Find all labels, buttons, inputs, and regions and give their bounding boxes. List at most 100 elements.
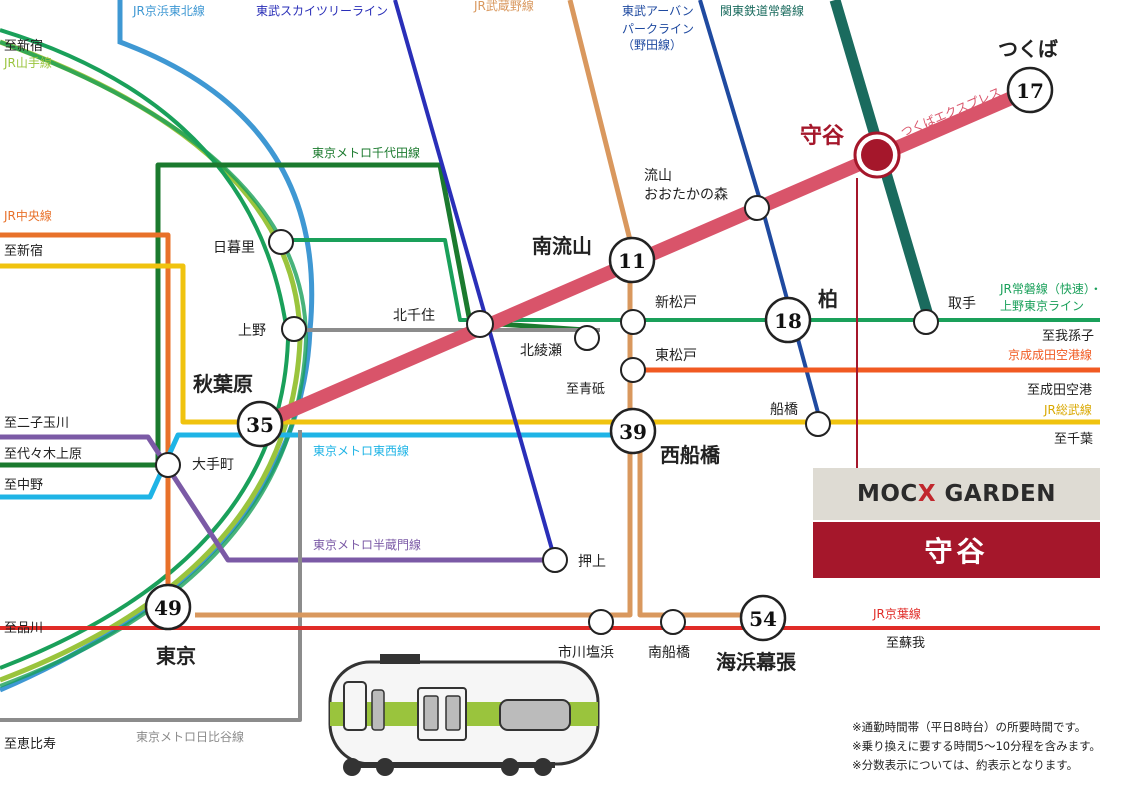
label-chuo: JR中央線	[3, 208, 52, 223]
label-keisei-narita: 京成成田空港線	[1008, 347, 1092, 362]
dest-shinjuku-mid: 至新宿	[4, 243, 43, 259]
brand-logo: MOCX GARDEN	[856, 481, 1056, 507]
yamanote-line	[0, 39, 303, 683]
minutes-tsukuba: 17	[1016, 79, 1044, 103]
station-toride	[913, 309, 939, 335]
minutes-kashiwa: 18	[774, 309, 802, 333]
label-kanto-joso: 関東鉄道常磐線	[720, 3, 804, 18]
station-akihabara-marker: 35	[236, 400, 284, 448]
name-nippori: 日暮里	[213, 240, 255, 256]
dest-shinjuku-top: 至新宿	[4, 38, 43, 54]
small-stations	[155, 195, 939, 635]
label-keiyo: JR京葉線	[872, 606, 921, 621]
hanzomon-line	[0, 434, 555, 563]
brand-panel: MOCX GARDEN	[813, 468, 1100, 520]
name-tsukuba: つくば	[998, 37, 1058, 61]
name-kashiwa: 柏	[818, 287, 838, 311]
musashino-branch	[637, 430, 760, 618]
dest-shinagawa: 至品川	[4, 621, 43, 636]
minutes-minami-nagareyama: 11	[618, 249, 646, 273]
name-kita-ayase: 北綾瀬	[520, 343, 562, 359]
dest-ebisu: 至恵比寿	[4, 737, 56, 752]
station-oshiage	[542, 547, 568, 573]
station-kita-senju	[466, 310, 494, 338]
station-tsukuba-marker: 17	[1006, 66, 1054, 114]
name-funabashi: 船橋	[770, 402, 798, 418]
label-skytree: 東武スカイツリーライン	[256, 4, 388, 18]
footnotes: ※通勤時間帯（平日8時台）の所要時間です。 ※乗り換えに要する時間5〜10分程を…	[852, 718, 1132, 775]
label-musashino: JR武蔵野線	[473, 0, 534, 13]
station-kaihin-makuhari-marker: 54	[739, 594, 787, 642]
label-joban-2: 上野東京ライン	[1000, 299, 1084, 313]
label-yamanote: JR山手線	[3, 55, 52, 70]
name-kaihin-makuhari: 海浜幕張	[716, 650, 797, 674]
station-otemachi	[155, 452, 181, 478]
station-nagareyama-otakanomori	[744, 195, 770, 221]
station-nippori	[268, 229, 294, 255]
station-panel: 守谷	[813, 522, 1100, 578]
name-nishi-funabashi: 西船橋	[660, 443, 721, 467]
name-moriya: 守谷	[800, 123, 845, 149]
note-2: ※乗り換えに要する時間5〜10分程を含みます。	[852, 739, 1101, 753]
station-higashi-matsudo	[620, 357, 646, 383]
name-oshiage: 押上	[578, 554, 606, 570]
chuo-line	[0, 232, 171, 605]
station-tokyo-marker: 49	[144, 583, 192, 631]
name-ichikawa-shiohama: 市川塩浜	[558, 644, 614, 661]
label-joban-1: JR常磐線（快速）・	[999, 281, 1102, 296]
dest-narita-airport: 至成田空港	[1027, 383, 1092, 398]
name-tokyo: 東京	[156, 644, 196, 668]
keihin-tohoku-inner	[0, 28, 291, 670]
dest-aoto: 至青砥	[566, 382, 605, 397]
label-hanzomon: 東京メトロ半蔵門線	[313, 537, 421, 552]
label-tozai: 東京メトロ東西線	[313, 443, 409, 458]
name-shin-matsudo: 新松戸	[655, 295, 697, 311]
name-akihabara: 秋葉原	[193, 372, 253, 396]
label-keihin-tohoku: JR京浜東北線	[132, 3, 205, 18]
minutes-nishi-funabashi: 39	[619, 420, 647, 444]
name-minami-nagareyama: 南流山	[532, 234, 592, 258]
name-minami-funabashi: 南船橋	[648, 645, 690, 661]
minutes-akihabara: 35	[246, 413, 274, 437]
major-stations: 17 11 18 35 39 49 54	[144, 66, 1054, 642]
destination-labels: 至新宿 至新宿 至二子玉川 至代々木上原 至中野 至品川 至恵比寿 至我孫子 至…	[4, 38, 1094, 752]
station-kashiwa-marker: 18	[764, 296, 812, 344]
dest-futako: 至二子玉川	[4, 416, 69, 431]
station-kita-ayase	[574, 325, 600, 351]
station-nishi-funabashi-marker: 39	[609, 407, 657, 455]
station-minami-nagareyama-marker: 11	[608, 236, 656, 284]
panel-station-name: 守谷	[924, 535, 989, 568]
dest-chiba: 至千葉	[1054, 432, 1093, 447]
label-hibiya: 東京メトロ日比谷線	[136, 729, 244, 744]
dest-nakano: 至中野	[4, 478, 43, 493]
label-sobu: JR総武線	[1043, 402, 1092, 417]
name-toride: 取手	[948, 296, 976, 312]
station-ueno	[281, 316, 307, 342]
label-urban-park-2: パークライン	[622, 22, 694, 36]
note-1: ※通勤時間帯（平日8時台）の所要時間です。	[852, 720, 1087, 734]
station-labels: つくば 守谷 流山 おおたかの森 南流山 柏 日暮里 上野 北千住 北綾瀬 新松…	[156, 37, 1058, 674]
minutes-tokyo: 49	[154, 596, 182, 620]
station-funabashi	[805, 411, 831, 437]
label-chiyoda: 東京メトロ千代田線	[312, 145, 420, 160]
station-shin-matsudo	[620, 309, 646, 335]
dest-soga: 至蘇我	[886, 636, 925, 651]
name-otakanomori-2: おおたかの森	[644, 187, 728, 203]
label-urban-park-3: （野田線）	[622, 37, 682, 52]
hibiya-line	[0, 328, 600, 722]
train-illustration	[328, 654, 600, 776]
name-higashi-matsudo: 東松戸	[655, 348, 697, 364]
station-minami-funabashi	[660, 609, 686, 635]
minutes-kaihin-makuhari: 54	[749, 607, 777, 631]
dest-abiko: 至我孫子	[1042, 329, 1094, 344]
name-ueno: 上野	[238, 323, 266, 339]
note-3: ※分数表示については、約表示となります。	[852, 758, 1079, 772]
name-otakanomori-1: 流山	[644, 168, 672, 184]
dest-yoyogi: 至代々木上原	[4, 447, 82, 462]
name-otemachi: 大手町	[192, 457, 234, 473]
station-ichikawa-shiohama	[588, 609, 614, 635]
label-urban-park-1: 東武アーバン	[622, 4, 694, 18]
name-kita-senju: 北千住	[393, 308, 435, 324]
skytree-line	[393, 0, 557, 561]
